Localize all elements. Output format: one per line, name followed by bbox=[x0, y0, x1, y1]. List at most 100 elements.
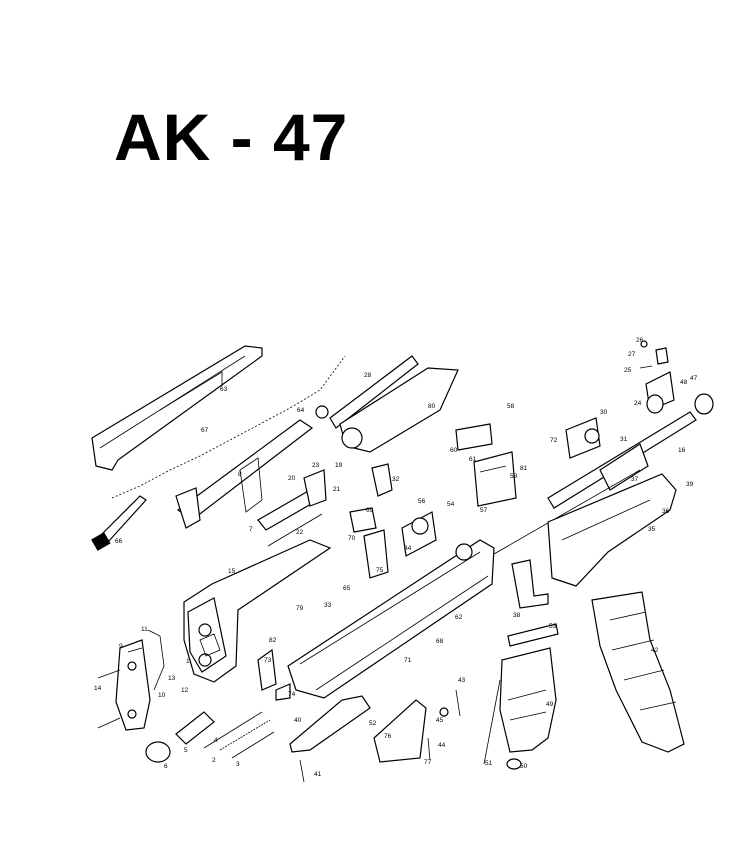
part-label: 50 bbox=[520, 763, 528, 770]
part-label: 57 bbox=[480, 507, 488, 514]
part-label: 16 bbox=[678, 447, 686, 454]
part-label: 39 bbox=[686, 481, 694, 488]
part-label: 45 bbox=[436, 717, 444, 724]
part-label: 20 bbox=[288, 475, 296, 482]
part-label: 33 bbox=[324, 602, 332, 609]
part-label: 38 bbox=[513, 612, 521, 619]
sling-swivel bbox=[257, 648, 291, 701]
part-label: 82 bbox=[269, 637, 277, 644]
part-label: 15 bbox=[228, 568, 236, 575]
barrel-assembly bbox=[547, 371, 714, 509]
part-label: 4 bbox=[214, 737, 218, 744]
part-label: 6 bbox=[164, 763, 168, 770]
part-label: 52 bbox=[369, 720, 377, 727]
part-label: 32 bbox=[392, 476, 400, 483]
part-label: 65 bbox=[343, 585, 351, 592]
part-label: 40 bbox=[294, 717, 302, 724]
part-label: 72 bbox=[550, 437, 558, 444]
part-label: 5 bbox=[184, 747, 188, 754]
part-label: 69 bbox=[366, 507, 374, 514]
part-label: 2 bbox=[212, 757, 216, 764]
part-number-labels: 1 2 3 4 5 6 7 8 9 10 11 12 13 14 15 16 1… bbox=[94, 337, 698, 778]
part-label: 24 bbox=[634, 400, 642, 407]
part-label: 70 bbox=[348, 535, 356, 542]
part-label: 34 bbox=[404, 545, 412, 552]
cleaning-rod bbox=[493, 469, 641, 555]
part-label: 27 bbox=[628, 351, 636, 358]
part-label: 3 bbox=[236, 761, 240, 768]
grip-screw bbox=[483, 679, 522, 770]
trigger-group bbox=[349, 463, 437, 579]
part-label: 51 bbox=[485, 760, 493, 767]
receiver bbox=[287, 539, 495, 699]
part-label: 54 bbox=[447, 501, 455, 508]
rear-sight-block bbox=[455, 423, 517, 507]
part-label: 75 bbox=[376, 567, 384, 574]
firing-pin bbox=[267, 513, 323, 547]
part-label: 60 bbox=[450, 447, 458, 454]
part-label: 56 bbox=[418, 498, 426, 505]
part-label: 80 bbox=[428, 403, 436, 410]
buttplate-screws bbox=[97, 669, 121, 729]
part-label: 28 bbox=[364, 372, 372, 379]
part-label: 7 bbox=[249, 526, 253, 533]
part-label: 44 bbox=[438, 742, 446, 749]
part-label: 81 bbox=[520, 465, 528, 472]
buttplate bbox=[115, 629, 165, 731]
recoil-guide-rod bbox=[91, 495, 147, 551]
gas-tube-handguard bbox=[315, 355, 459, 453]
part-label: 62 bbox=[455, 614, 463, 621]
front-sight-parts bbox=[639, 340, 669, 369]
diagram-title: AK - 47 bbox=[114, 100, 349, 174]
part-label: 9 bbox=[119, 643, 123, 650]
pistol-grip bbox=[499, 623, 559, 753]
cleaning-kit bbox=[145, 711, 275, 763]
part-label: 23 bbox=[312, 462, 320, 469]
part-label: 35 bbox=[648, 526, 656, 533]
part-label: 11 bbox=[141, 626, 148, 633]
part-label: 63 bbox=[220, 386, 228, 393]
handguard-retainer bbox=[511, 559, 549, 609]
magazine bbox=[591, 591, 685, 753]
bolt bbox=[257, 469, 327, 531]
part-label: 42 bbox=[651, 647, 659, 654]
part-label: 1 bbox=[186, 658, 190, 665]
part-label: 71 bbox=[404, 657, 412, 664]
part-label: 31 bbox=[620, 436, 628, 443]
part-label: 66 bbox=[115, 538, 123, 545]
part-label: 77 bbox=[424, 759, 432, 766]
part-label: 14 bbox=[94, 685, 102, 692]
receiver-cover bbox=[91, 345, 263, 471]
part-label: 48 bbox=[680, 379, 688, 386]
lower-handguard bbox=[547, 473, 677, 587]
buttstock bbox=[183, 539, 332, 683]
part-label: 8 bbox=[238, 471, 242, 478]
part-label: 67 bbox=[201, 427, 209, 434]
part-label: 64 bbox=[297, 407, 305, 414]
part-label: 76 bbox=[384, 733, 392, 740]
recoil-spring bbox=[111, 355, 346, 499]
part-label: 10 bbox=[158, 692, 166, 699]
part-label: 19 bbox=[335, 462, 343, 469]
part-label: 74 bbox=[288, 691, 296, 698]
part-label: 30 bbox=[600, 409, 608, 416]
part-label: 41 bbox=[314, 771, 322, 778]
part-label: 68 bbox=[436, 638, 444, 645]
part-label: 13 bbox=[168, 675, 176, 682]
part-label: 37 bbox=[631, 476, 639, 483]
part-label: 26 bbox=[636, 337, 644, 344]
part-label: 12 bbox=[181, 687, 189, 694]
part-label: 61 bbox=[469, 456, 477, 463]
part-label: 25 bbox=[624, 367, 632, 374]
trigger-small-parts bbox=[427, 689, 461, 761]
trigger-guard bbox=[289, 695, 427, 783]
part-label: 53 bbox=[549, 623, 557, 630]
part-label: 79 bbox=[296, 605, 304, 612]
part-label: 58 bbox=[507, 403, 515, 410]
part-label: 73 bbox=[264, 657, 272, 664]
bolt-carrier bbox=[175, 419, 314, 529]
part-label: 36 bbox=[662, 508, 670, 515]
part-label: 22 bbox=[296, 529, 304, 536]
part-label: 47 bbox=[690, 375, 698, 382]
